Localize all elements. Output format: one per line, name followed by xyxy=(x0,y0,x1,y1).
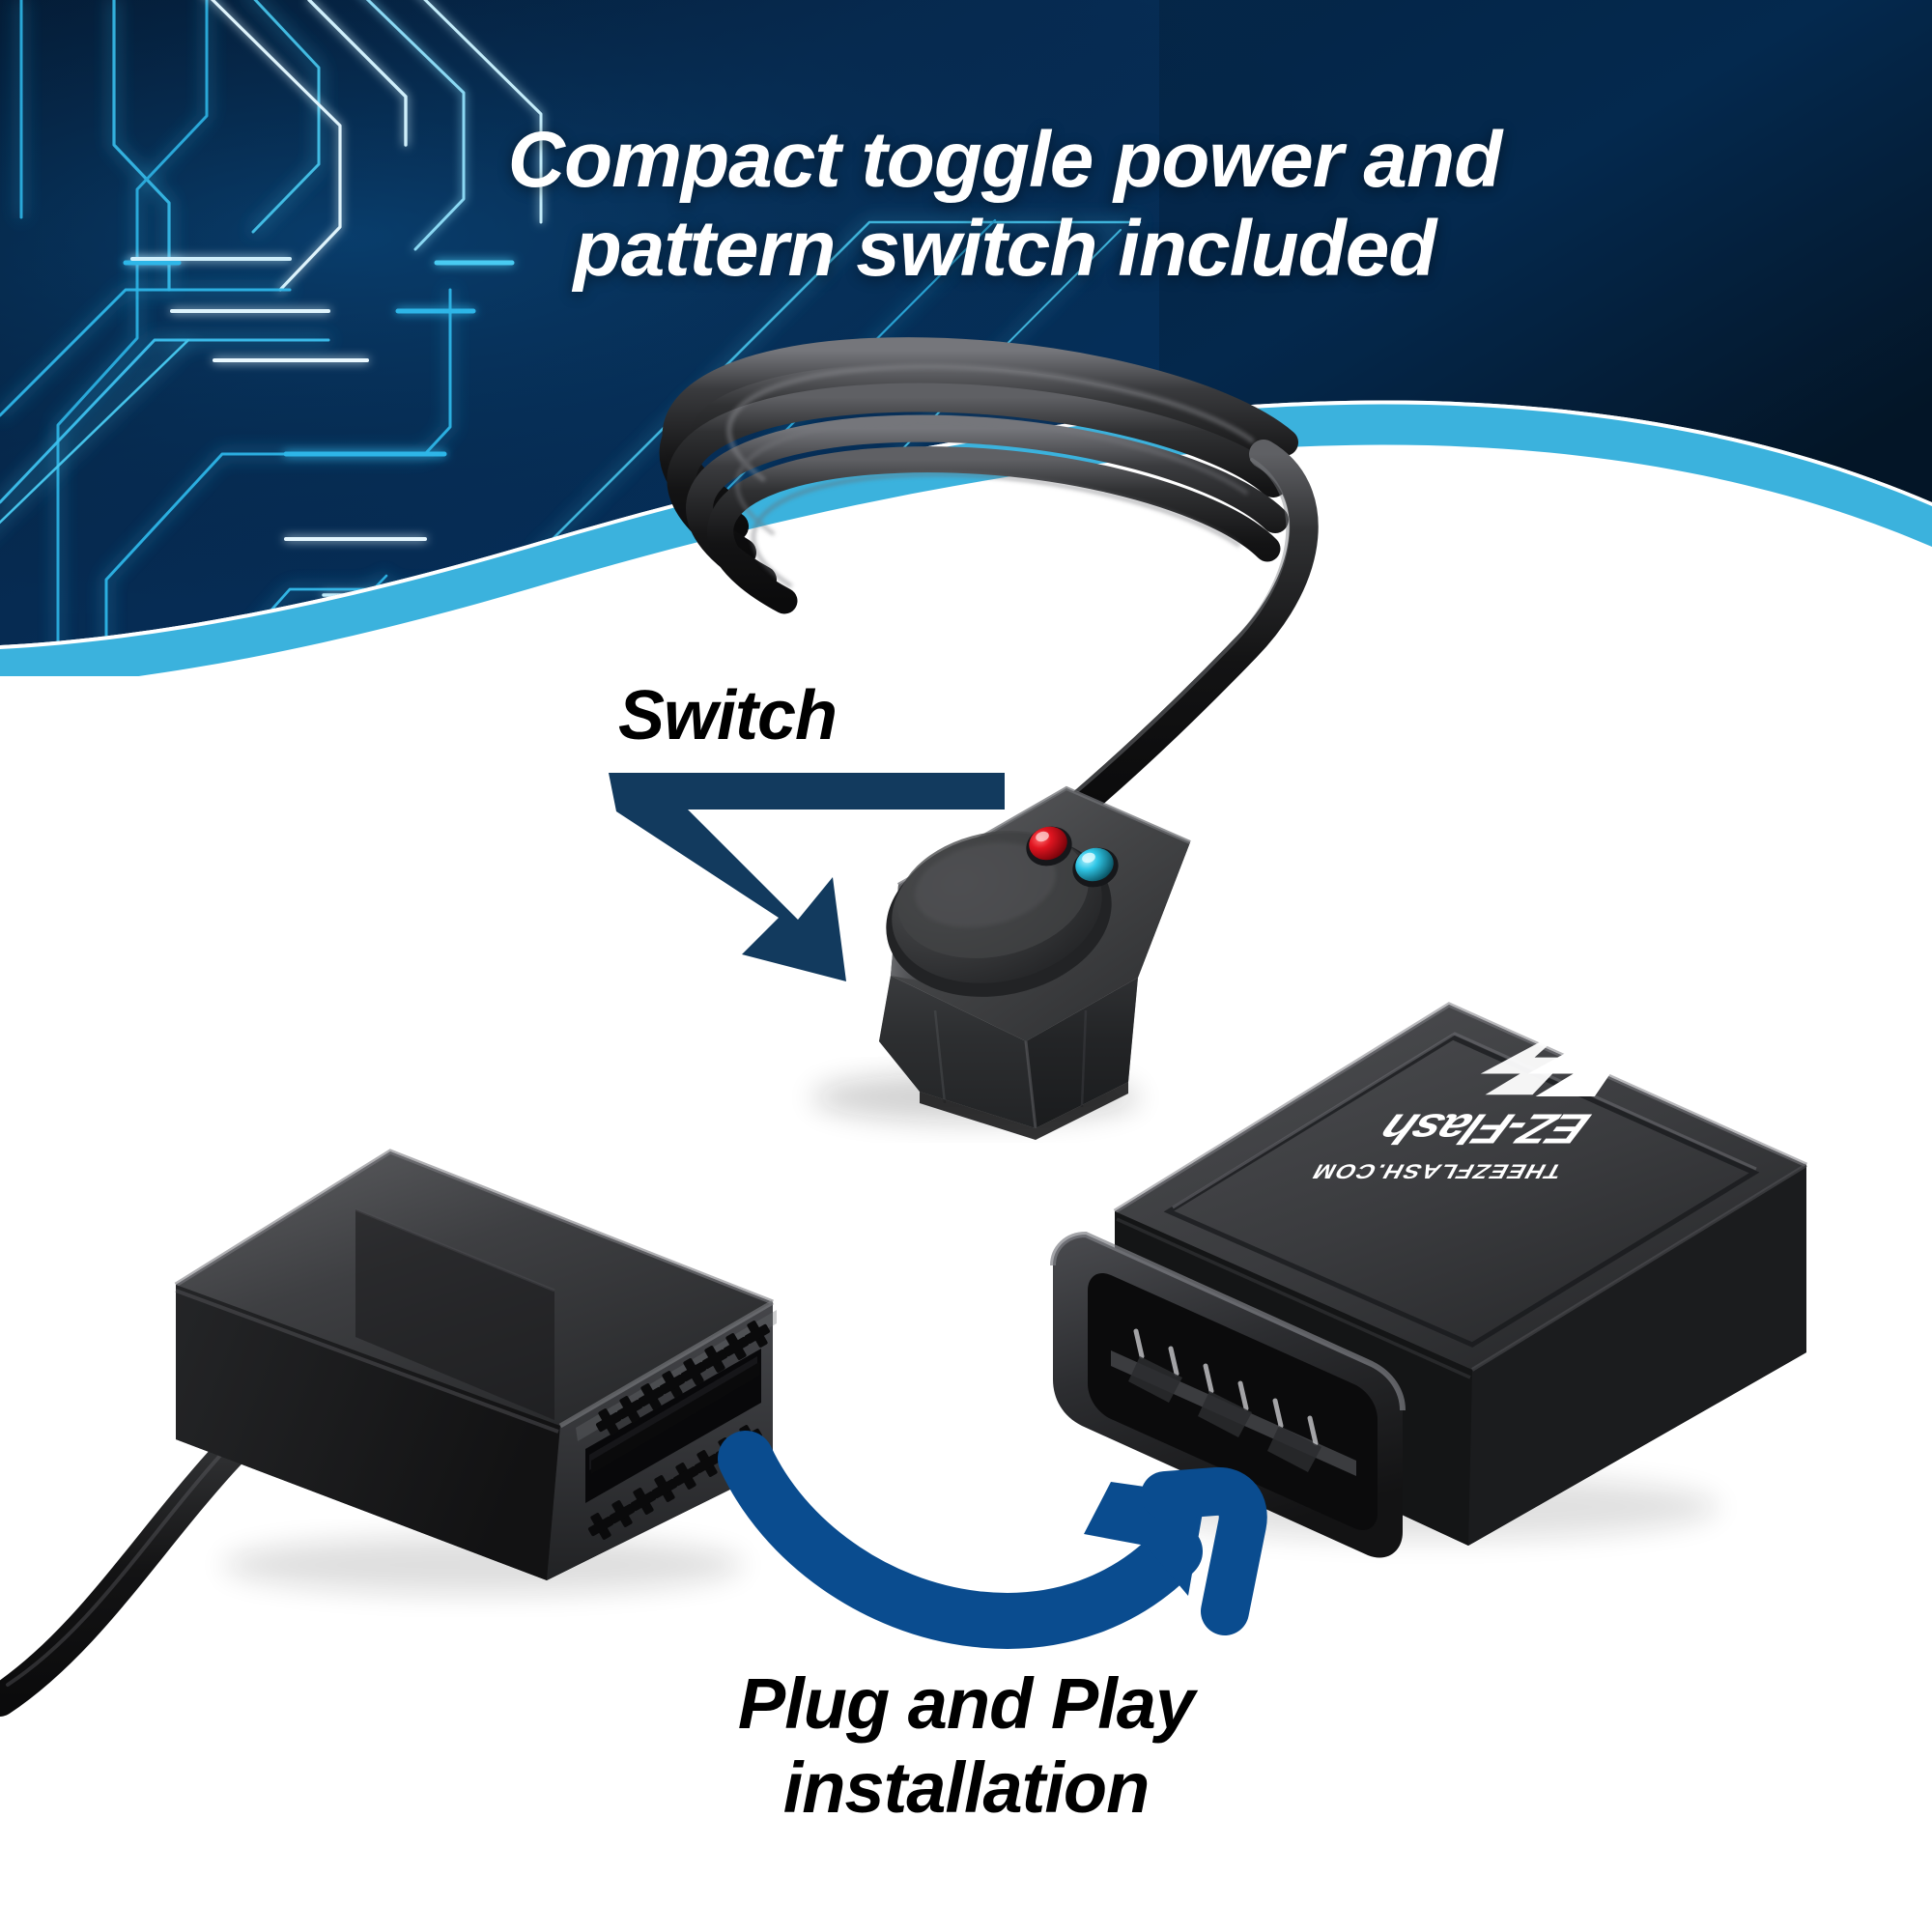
plug-and-play-line-1: Plug and Play xyxy=(737,1663,1195,1744)
obd-female-face xyxy=(547,1299,777,1580)
banner-background xyxy=(0,0,1932,645)
cable-coil xyxy=(659,337,1319,816)
plug-and-play-callout: Plug and Play installation xyxy=(0,1662,1932,1831)
toggle-switch-pod xyxy=(811,785,1191,1140)
obd-male-pins xyxy=(1133,1328,1319,1446)
headline-line-1: Compact toggle power and xyxy=(507,116,1502,204)
svg-text:EZ-Flash: EZ-Flash xyxy=(1372,1105,1598,1152)
svg-text:THEEZFLASH.COM: THEEZFLASH.COM xyxy=(1308,1159,1568,1181)
top-banner: Compact toggle power and pattern switch … xyxy=(0,0,1932,676)
plug-and-play-line-2: installation xyxy=(782,1747,1151,1829)
ez-flash-module: EZ-Flash THEEZFLASH.COM xyxy=(1050,1002,1808,1558)
ez-flash-logo: EZ-Flash THEEZFLASH.COM xyxy=(1308,1023,1622,1181)
headline-line-2: pattern switch included xyxy=(573,204,1437,293)
obd-female-pins-top xyxy=(595,1321,771,1435)
obd-female-connector xyxy=(174,1149,777,1594)
obd-male-connector xyxy=(1050,1231,1406,1558)
banner-graphic xyxy=(0,0,1932,676)
switch-callout-label: Switch xyxy=(618,677,838,754)
headline: Compact toggle power and pattern switch … xyxy=(0,116,1932,294)
led-indicators xyxy=(1026,826,1119,888)
